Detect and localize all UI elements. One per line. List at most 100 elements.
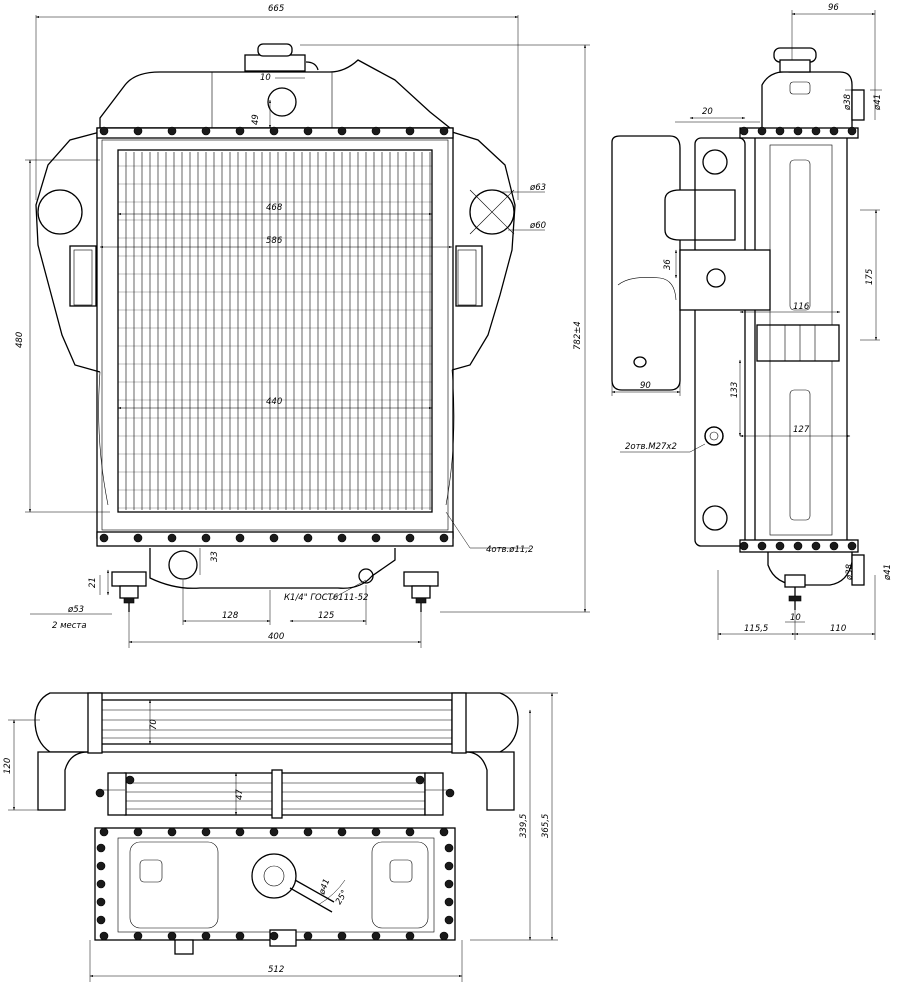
side-view: 96 ø38 ø41 20 36 175 116 90 133 127 2отв… [611,3,893,640]
bolt [793,541,803,551]
bolt [201,126,211,136]
bolt [99,126,109,136]
dim-70: 70 [149,719,159,730]
bolt [269,827,279,837]
bolt [337,931,347,941]
front-view: 665 10 49 ø63 ø60 468 586 440 480 782±4 … [15,4,590,648]
side-top-bolts [739,126,857,136]
bolt [235,827,245,837]
bolt [444,915,454,925]
bolt [337,126,347,136]
dim-21: 21 [88,577,98,588]
dim-175: 175 [865,269,875,285]
bolt [201,827,211,837]
bolt [739,126,749,136]
bolt [96,843,106,853]
dim-phi38-bottom: ø38 [845,563,855,581]
dim-33: 33 [210,551,220,562]
bottom-tank [149,548,396,589]
bolt [444,843,454,853]
bolt [201,931,211,941]
bolt [303,827,313,837]
bolt [405,931,415,941]
dim-10: 10 [260,73,271,83]
dim-phi60: ø60 [529,221,546,231]
dim-127: 127 [793,425,810,435]
front-dimension-labels: 665 10 49 ø63 ø60 468 586 440 480 782±4 … [15,4,583,642]
dim-36: 36 [663,259,673,270]
bolt [167,533,177,543]
bolt [201,533,211,543]
dim-110: 110 [830,624,846,634]
bolt [303,533,313,543]
bolt [439,931,449,941]
bolt [95,788,105,798]
dim-116: 116 [793,302,810,312]
side-shroud-band [756,324,840,362]
dim-20: 20 [702,107,713,117]
dim-782: 782±4 [573,321,583,350]
angle-25: 25° [334,888,350,906]
dim-47: 47 [235,789,245,800]
dim-phi41-top-view: ø41 [317,878,332,897]
dim-phi53: ø53 [67,605,84,615]
dim-512: 512 [268,965,284,975]
frame [96,127,454,539]
bolt [739,541,749,551]
bolt [167,126,177,136]
bolt [775,541,785,551]
top-view: 120 70 47 339,5 365,5 512 ø41 25° [3,692,558,982]
bolt [445,788,455,798]
bolt [757,541,767,551]
bolt [847,541,857,551]
core-fins [118,152,432,510]
top-filler-cap [251,853,297,899]
filler-cap [211,43,333,129]
dim-phi38-top: ø38 [843,93,853,111]
bolt [811,541,821,551]
dim-49: 49 [251,114,261,125]
dim-90: 90 [640,381,651,391]
side-tank-left [694,137,746,547]
dim-365-5: 365,5 [541,814,551,838]
bolt [96,915,106,925]
top-view-bolts [95,775,455,941]
left-shroud [35,131,101,373]
right-pipe [455,189,515,307]
dim-phi41-bottom: ø41 [883,564,893,581]
bolt [235,533,245,543]
bolt [847,126,857,136]
bolt [371,533,381,543]
bolt [303,931,313,941]
bolt [99,931,109,941]
bolt [811,126,821,136]
dim-133: 133 [730,382,740,398]
core [117,149,433,513]
front-dimensions [25,15,590,648]
dim-120: 120 [3,758,13,774]
bolt [444,879,454,889]
side-filler-neck [761,71,853,131]
dim-phi41-top: ø41 [873,94,883,111]
bolt [235,931,245,941]
side-bottom-bolts [739,541,857,551]
bolt [371,126,381,136]
bolt [775,126,785,136]
dim-125: 125 [318,611,334,621]
note-4-holes: 4отв.ø11,2 [486,545,533,555]
side-dimension-labels: 96 ø38 ø41 20 36 175 116 90 133 127 2отв… [625,3,893,634]
bolt [303,126,313,136]
bolt [405,827,415,837]
top-dimensions [8,692,558,982]
upper-tank [99,59,452,129]
bolt [133,827,143,837]
dim-440: 440 [266,397,282,407]
bolt [125,775,135,785]
dim-115-5: 115,5 [744,624,768,634]
bolt [439,827,449,837]
bolt [829,126,839,136]
dim-128: 128 [222,611,239,621]
bolt [99,533,109,543]
bolt [96,897,106,907]
